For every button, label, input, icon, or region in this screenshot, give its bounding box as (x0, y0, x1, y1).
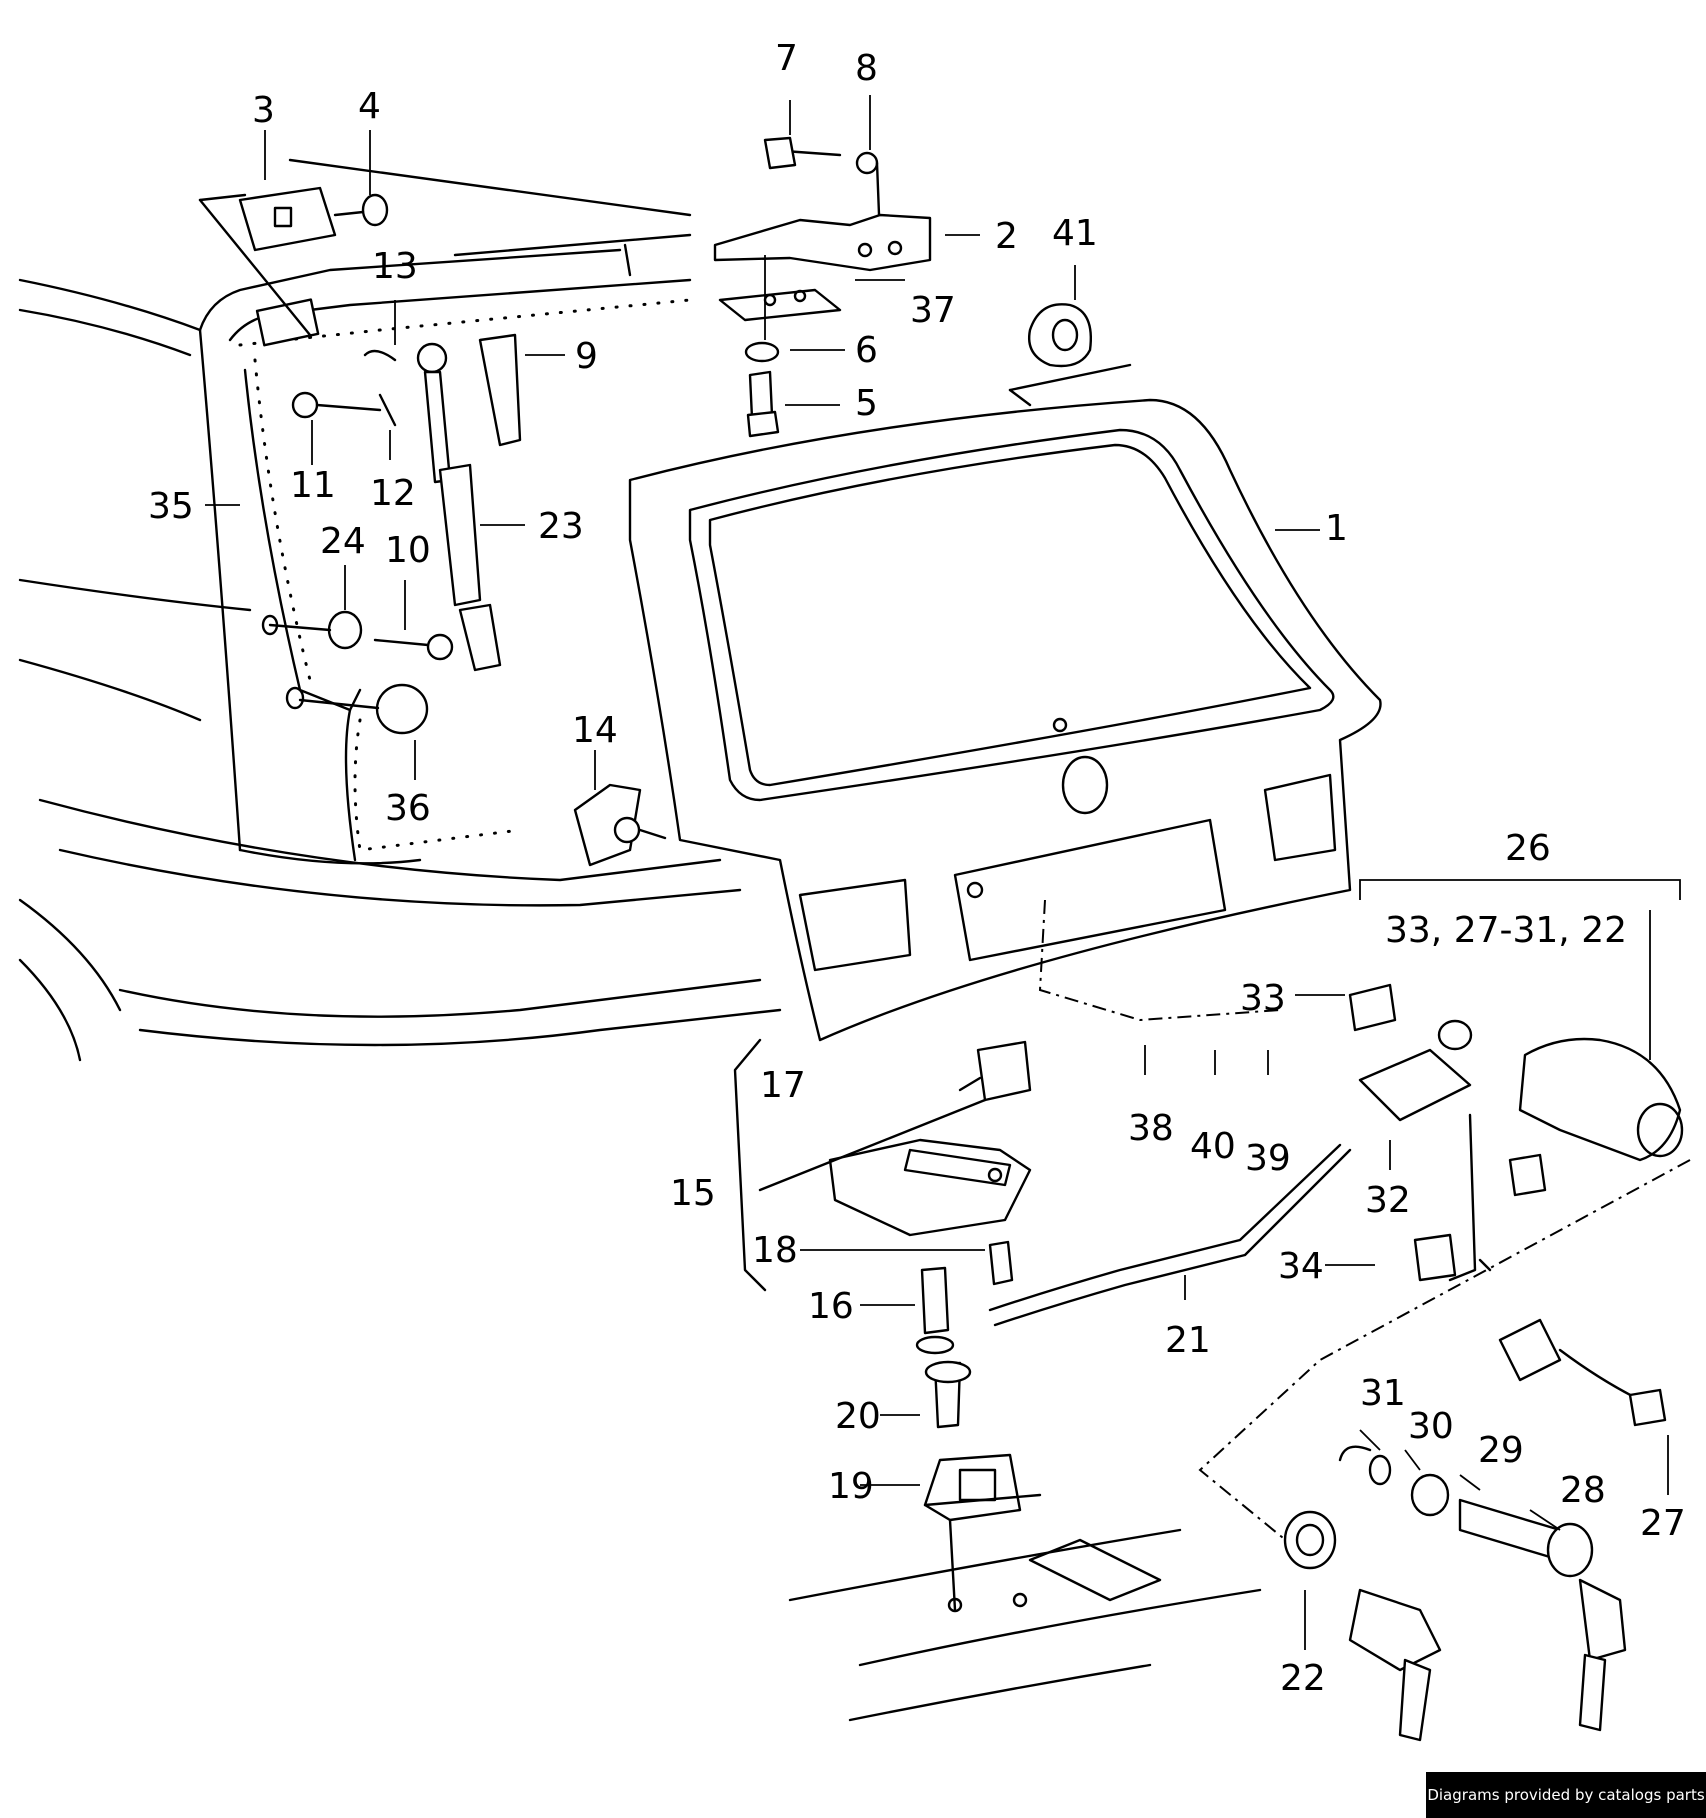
callout-3: 3 (252, 90, 275, 131)
callout-5: 5 (855, 383, 878, 424)
callout-6: 6 (855, 330, 878, 371)
callout-22: 22 (1280, 1658, 1326, 1699)
callout-11: 11 (290, 465, 336, 506)
callout-10: 10 (385, 530, 431, 571)
tailgate-buffer (573, 783, 667, 867)
callout-38: 38 (1128, 1108, 1174, 1149)
callout-32: 32 (1365, 1180, 1411, 1221)
callout-16: 16 (808, 1286, 854, 1327)
callout-33: 33 (1240, 978, 1286, 1019)
callout-39: 39 (1245, 1138, 1291, 1179)
callout-27: 27 (1640, 1503, 1686, 1544)
upper-left-parts (238, 186, 522, 447)
lock-assembly (1348, 983, 1684, 1427)
callout-41: 41 (1052, 213, 1098, 254)
floor-panel (788, 1528, 1262, 1722)
tailgate (628, 398, 1382, 1042)
callout-13: 13 (372, 246, 418, 287)
callout-23: 23 (538, 506, 584, 547)
callout-34: 34 (1278, 1246, 1324, 1287)
callout-37: 37 (910, 290, 956, 331)
callout-29: 29 (1478, 1430, 1524, 1471)
callout-30: 30 (1408, 1406, 1454, 1447)
callout-35: 35 (148, 486, 194, 527)
callout-8: 8 (855, 48, 878, 89)
mid-left-parts (261, 610, 454, 735)
callout-20: 20 (835, 1396, 881, 1437)
callout-21: 21 (1165, 1320, 1211, 1361)
callout-24: 24 (320, 521, 366, 562)
callout-40: 40 (1190, 1126, 1236, 1167)
vehicle-body (18, 158, 782, 1062)
callout-1: 1 (1325, 508, 1348, 549)
callout-17: 17 (760, 1065, 806, 1106)
callout-28: 28 (1560, 1470, 1606, 1511)
hinge-assembly (713, 136, 932, 438)
callout-26: 26 (1505, 828, 1551, 869)
callout-12: 12 (370, 473, 416, 514)
group-note: 33, 27-31, 22 (1385, 910, 1627, 951)
callout-31: 31 (1360, 1373, 1406, 1414)
callout-4: 4 (358, 86, 381, 127)
lock-detail-parts (1283, 1445, 1627, 1742)
callout-18: 18 (752, 1230, 798, 1271)
callout-19: 19 (828, 1466, 874, 1507)
credit-badge: Diagrams provided by catalogs parts (1426, 1772, 1706, 1818)
callout-2: 2 (995, 216, 1018, 257)
grommet (1008, 303, 1132, 407)
callout-labels: 1 2 3 4 5 6 7 8 9 10 11 12 13 14 15 16 1… (148, 38, 1686, 1699)
callout-15: 15 (670, 1173, 716, 1214)
callout-7: 7 (775, 38, 798, 79)
callout-36: 36 (385, 788, 431, 829)
leader-lines (205, 95, 1681, 1650)
gas-strut (416, 342, 502, 672)
release-rod (988, 899, 1691, 1561)
callout-9: 9 (575, 336, 598, 377)
callout-14: 14 (572, 710, 618, 751)
latch-assembly (733, 1038, 1042, 1612)
